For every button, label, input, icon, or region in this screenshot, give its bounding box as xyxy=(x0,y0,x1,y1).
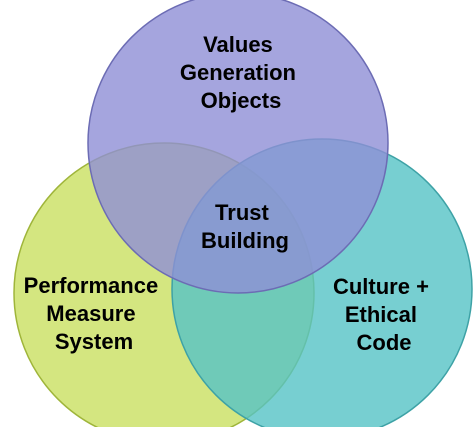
center-label-line: Trust xyxy=(215,200,269,225)
values-label-line: Generation xyxy=(180,60,296,85)
performance-label-line: Measure xyxy=(46,301,135,326)
values-label-line: Values xyxy=(203,32,273,57)
performance-label-line: Performance xyxy=(24,273,159,298)
culture-label: Culture + Ethical Code xyxy=(333,274,435,355)
performance-label-line: System xyxy=(55,329,133,354)
values-label: Values Generation Objects xyxy=(180,32,302,113)
culture-label-line: Code xyxy=(357,330,412,355)
values-circle xyxy=(87,0,389,294)
values-label-line: Objects xyxy=(201,88,282,113)
performance-label: Performance Measure System xyxy=(24,273,165,354)
center-label-line: Building xyxy=(201,228,289,253)
center-label: Trust Building xyxy=(201,200,289,253)
culture-label-line: Ethical xyxy=(345,302,417,327)
culture-label-line: Culture + xyxy=(333,274,429,299)
